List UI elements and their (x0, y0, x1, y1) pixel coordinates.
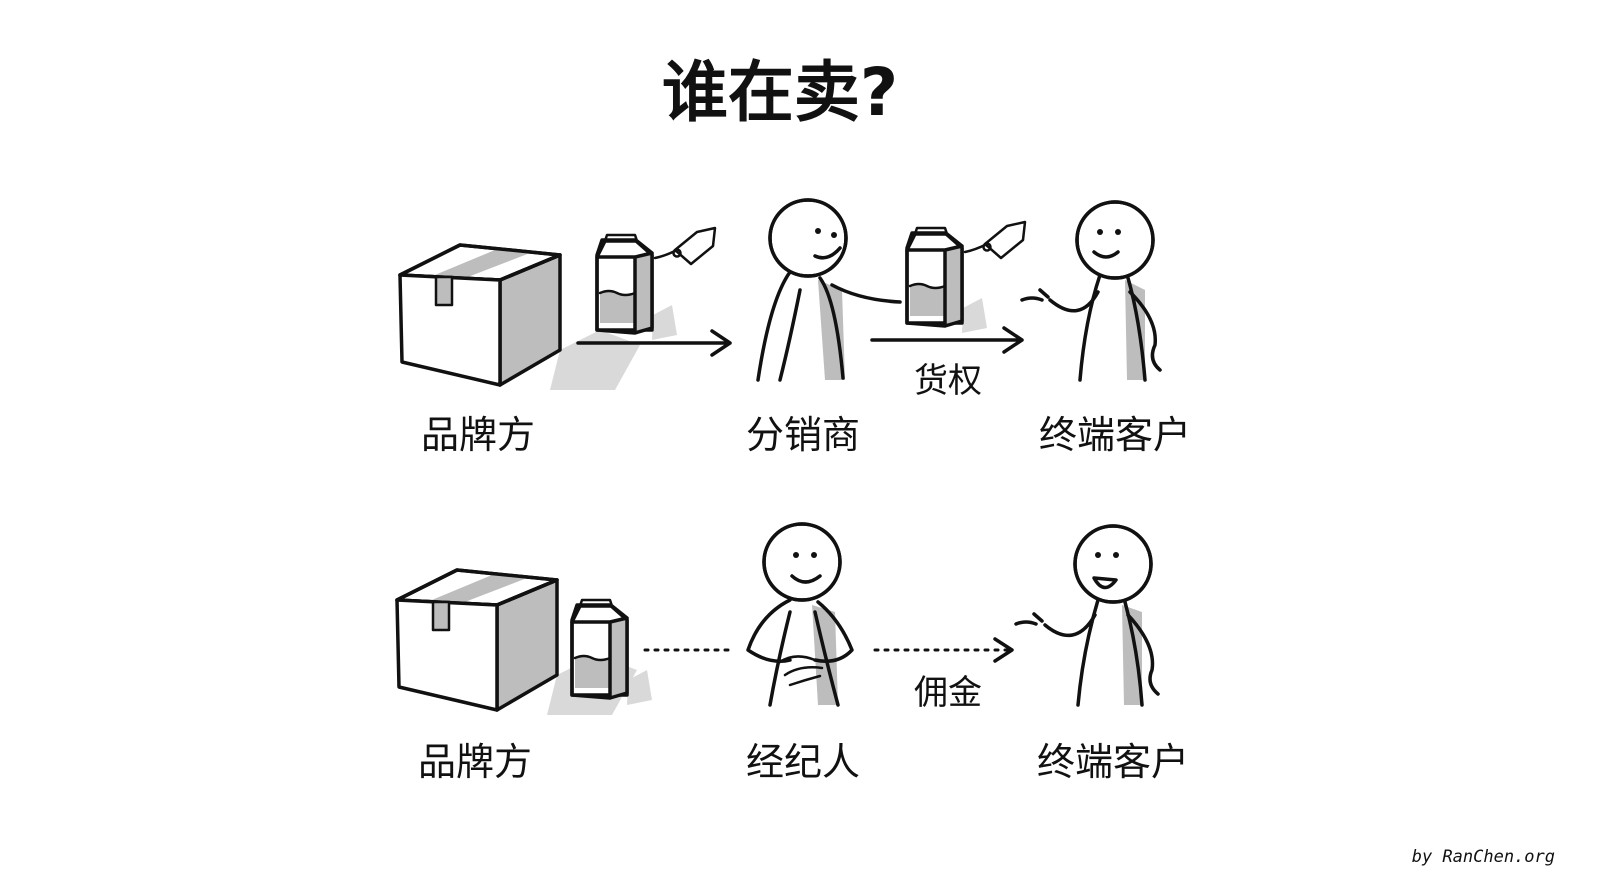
row-broker: 佣金 品牌方 经纪人 终端客户 (395, 522, 1189, 784)
row-distributor: 货权 品牌方 分销商 终端客户 (398, 198, 1191, 457)
edge-label-commission: 佣金 (914, 673, 982, 713)
flow-arrow (870, 326, 1024, 354)
milk-carton-icon (905, 226, 989, 335)
page-title: 谁在卖? (662, 54, 898, 131)
flow-arrow (576, 329, 732, 357)
customer-figure-icon (1014, 524, 1160, 707)
node-label-brand: 品牌方 (418, 740, 532, 784)
node-label-distributor: 分销商 (746, 413, 860, 457)
milk-carton-icon (570, 598, 654, 707)
node-label-customer: 终端客户 (1039, 413, 1191, 457)
dotted-flow-arrow (873, 637, 1014, 663)
customer-figure-icon (1020, 200, 1162, 382)
credit-text: by RanChen.org (1412, 847, 1555, 867)
edge-label-ownership: 货权 (914, 361, 982, 401)
broker-figure-icon (746, 522, 854, 707)
node-label-broker: 经纪人 (746, 740, 860, 784)
milk-carton-icon (595, 233, 679, 342)
distributor-figure-icon (756, 198, 902, 382)
node-label-brand: 品牌方 (421, 413, 535, 457)
price-tag-icon (963, 220, 1027, 260)
node-label-customer: 终端客户 (1037, 740, 1189, 784)
price-tag-icon (653, 226, 717, 266)
